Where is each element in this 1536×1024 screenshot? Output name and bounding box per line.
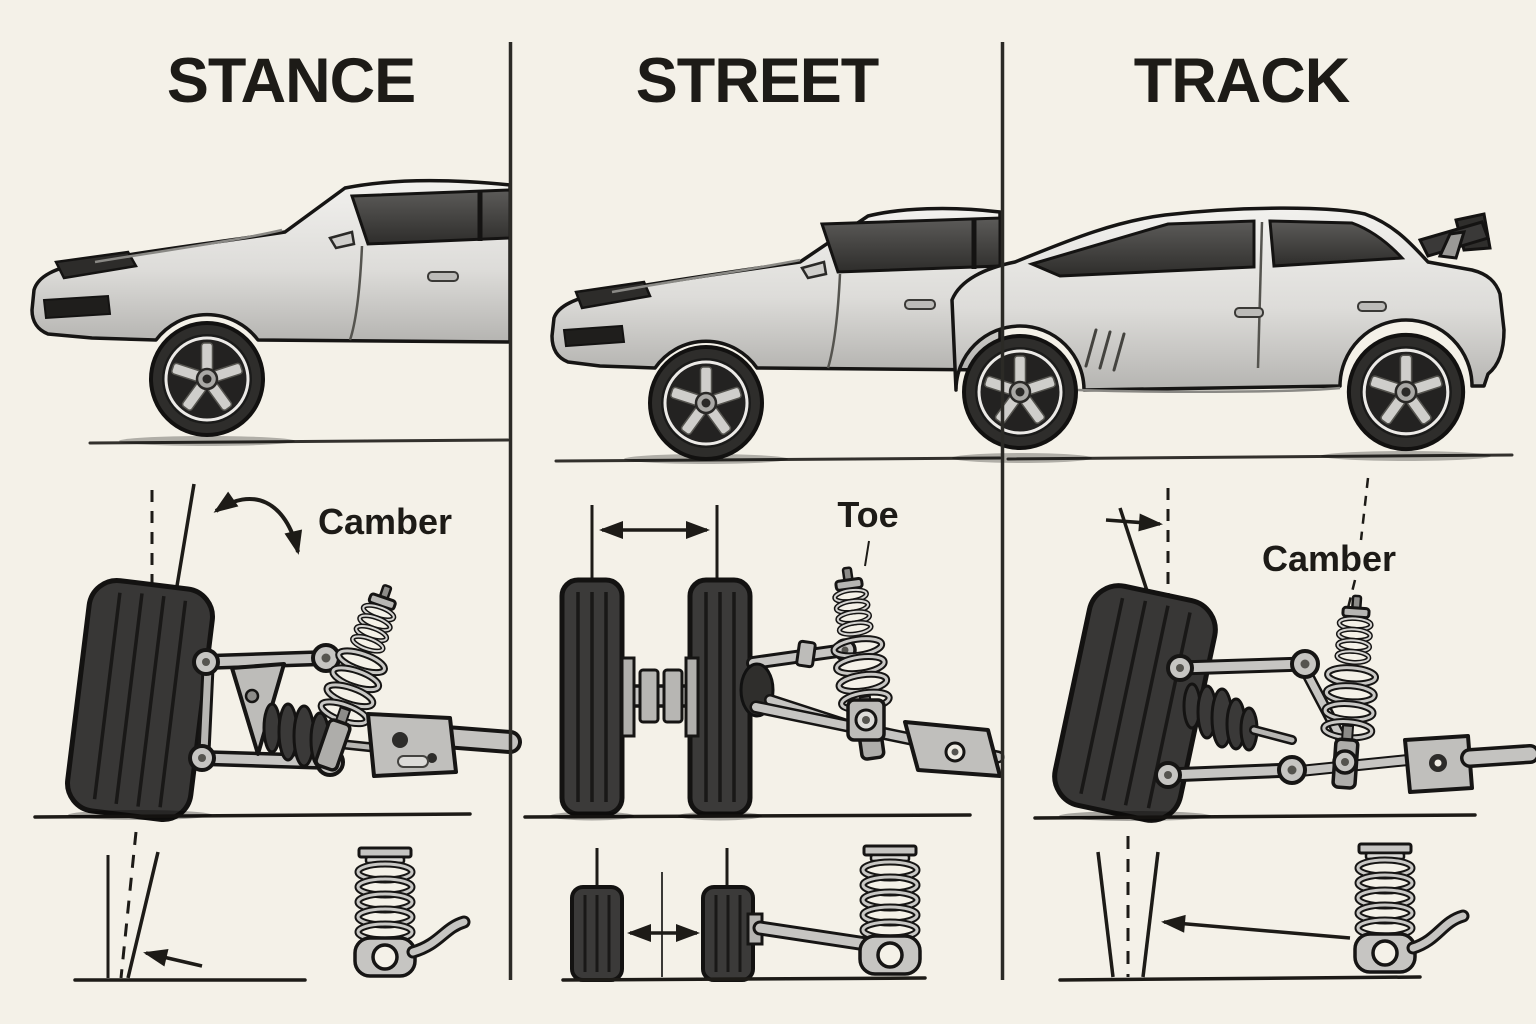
street-strut-knuckle bbox=[846, 698, 886, 742]
street-suspension-diagram bbox=[523, 505, 1005, 821]
street-wheel-left bbox=[559, 577, 625, 817]
camber-pointer-arrow-icon bbox=[143, 948, 203, 968]
track-car-front-wheel bbox=[962, 334, 1078, 450]
ground-line bbox=[523, 813, 972, 819]
stance-footer-diagram bbox=[73, 831, 471, 982]
stance-suspension-diagram bbox=[33, 483, 522, 822]
camber-leader-dashed-line bbox=[1359, 477, 1370, 541]
track-car-illustration bbox=[950, 206, 1514, 463]
ground-line bbox=[1058, 975, 1422, 982]
camber-tilt-line bbox=[1118, 507, 1152, 601]
street-car-mirror bbox=[800, 260, 828, 280]
stance-car-grille bbox=[42, 294, 112, 320]
street-wheel-right bbox=[687, 577, 753, 817]
camber-arc-arrow-icon bbox=[213, 491, 303, 555]
column-title-track: TRACK bbox=[1133, 46, 1350, 116]
track-car-window-rear bbox=[1268, 219, 1406, 268]
track-car-door-handle-rear bbox=[1357, 301, 1387, 312]
stance-car-door-handle bbox=[427, 271, 459, 282]
camber-label-stance: Camber bbox=[317, 501, 453, 542]
track-footer-diagram bbox=[1058, 836, 1470, 982]
stance-car-mirror bbox=[328, 230, 356, 250]
street-axle-hub bbox=[620, 656, 700, 738]
stance-car-window bbox=[349, 188, 512, 246]
footer-wheel-right bbox=[701, 885, 755, 982]
track-suspension-diagram bbox=[1033, 477, 1536, 823]
street-car-grille bbox=[562, 324, 626, 348]
ground-line bbox=[1033, 813, 1477, 820]
camber-tilt-line bbox=[174, 483, 196, 593]
spring-bracket-icon bbox=[860, 846, 920, 974]
track-wishbone-arms bbox=[1154, 649, 1414, 789]
street-car-illustration bbox=[550, 206, 1002, 464]
toe-leader-line bbox=[864, 540, 870, 567]
stance-car-front-wheel bbox=[149, 321, 265, 437]
camber-pointer-arrow-icon bbox=[1161, 914, 1351, 940]
ground-line bbox=[561, 976, 927, 982]
spring-bracket-icon bbox=[355, 848, 415, 976]
spring-bracket-icon bbox=[1355, 844, 1415, 972]
track-subframe bbox=[1403, 734, 1536, 794]
track-car-window-front bbox=[1027, 219, 1256, 278]
street-footer-diagram bbox=[561, 846, 927, 982]
column-title-street: STREET bbox=[635, 46, 880, 116]
street-car-front-wheel bbox=[648, 345, 764, 461]
footer-wheel-left bbox=[570, 885, 624, 982]
track-cv-axle-boot bbox=[1182, 682, 1297, 752]
camber-pointer-arrow-icon bbox=[1105, 513, 1163, 532]
ground-line bbox=[33, 812, 472, 819]
track-car-wing bbox=[1417, 212, 1492, 260]
camber-label-track: Camber bbox=[1261, 538, 1397, 579]
column-title-stance: STANCE bbox=[166, 46, 416, 116]
stance-car-illustration bbox=[30, 178, 512, 446]
stance-cambered-wheel bbox=[65, 578, 215, 822]
street-car-door-handle bbox=[904, 299, 936, 310]
toe-label-street: Toe bbox=[837, 494, 899, 535]
track-car-rear-wheel bbox=[1349, 335, 1463, 449]
stance-subframe bbox=[366, 712, 522, 778]
track-car-door-handle bbox=[1234, 307, 1264, 318]
street-subframe bbox=[903, 720, 1002, 778]
track-car-fender-vents bbox=[1084, 328, 1126, 372]
